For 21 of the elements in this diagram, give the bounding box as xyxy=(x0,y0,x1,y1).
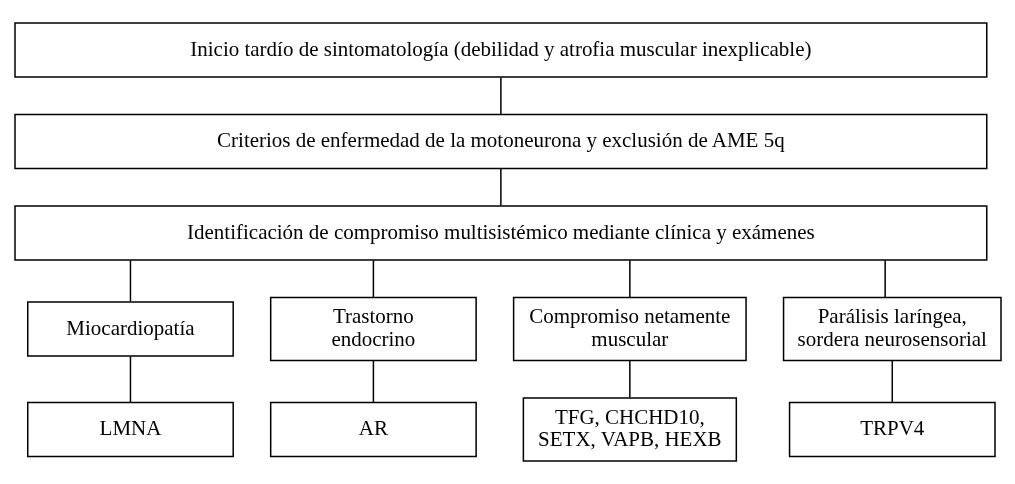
node-box: Criterios de enfermedad de la motoneurona y exclusión de AME 5q xyxy=(13,113,987,170)
connector xyxy=(499,168,502,207)
connector xyxy=(372,259,374,298)
node-box: Inicio tardío de sintomatología (debilidad y atrofia muscular inexplicable) xyxy=(13,22,987,78)
connector xyxy=(372,360,374,403)
connector xyxy=(628,259,631,298)
connector xyxy=(883,259,886,298)
connector xyxy=(499,76,502,115)
node-box: Miocardiopatía xyxy=(26,301,234,357)
connector xyxy=(129,259,131,303)
node-box: TRPV4 xyxy=(788,401,996,458)
node-box: TFG, CHCHD10, SETX, VAPB, HEXB xyxy=(522,397,737,462)
node-box: AR xyxy=(269,401,477,458)
node-box: Identificación de compromiso multisistémico mediante clínica y exámenes xyxy=(13,205,987,261)
node-box: Compromiso netamente muscular xyxy=(512,296,747,362)
connector xyxy=(891,360,893,403)
node-box: LMNA xyxy=(26,401,234,458)
node-box: Parálisis laríngea, sordera neurosensorial xyxy=(782,296,1002,362)
node-box: Trastorno endocrino xyxy=(269,296,477,362)
connector xyxy=(628,360,631,399)
connector xyxy=(129,355,131,403)
